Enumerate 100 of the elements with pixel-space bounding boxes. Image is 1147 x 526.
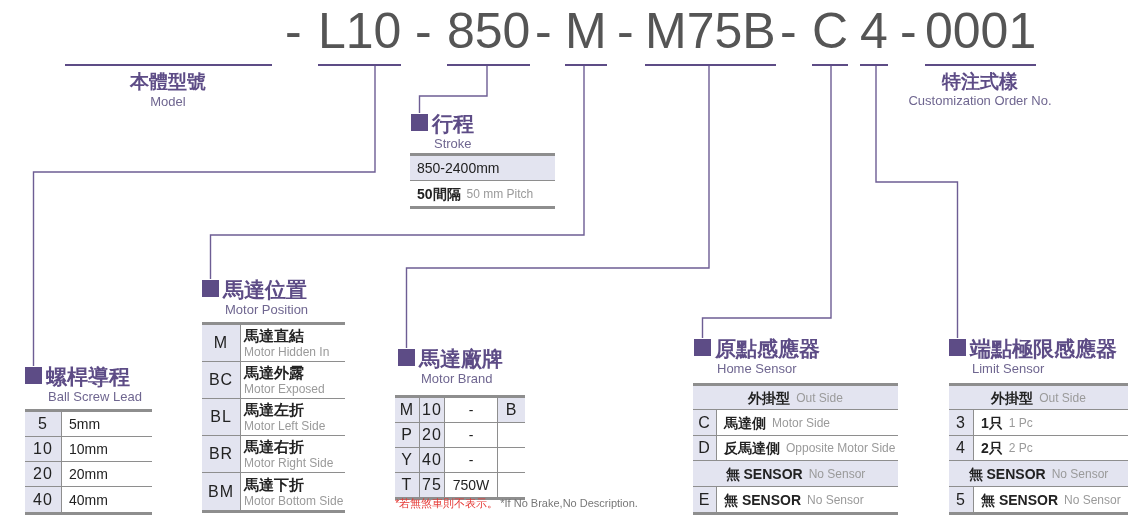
- option-name: 外掛型: [748, 389, 791, 406]
- option-value: -: [468, 427, 474, 443]
- section-title: 馬達廠牌: [419, 348, 503, 370]
- option-code: 4: [949, 436, 974, 461]
- option-translation: Motor Right Side: [244, 456, 334, 470]
- option-name: 無 SENSOR: [724, 491, 801, 508]
- option-code: 75: [420, 473, 445, 497]
- code-segment: 0001: [925, 6, 1037, 66]
- option-code: 10: [25, 437, 62, 462]
- option-value: 850-2400mm: [410, 156, 555, 181]
- option-name: 50間隔: [417, 185, 461, 202]
- option-translation: No Sensor: [808, 466, 866, 481]
- option-name: 馬達外露: [244, 364, 304, 382]
- option-value: 750W: [452, 477, 490, 493]
- separator-dash: -: [780, 6, 797, 56]
- separator-dash: -: [617, 6, 634, 56]
- option-value: -: [468, 452, 474, 468]
- option-code: M: [202, 325, 241, 362]
- section-title: 端點極限感應器: [970, 338, 1117, 360]
- option-name: 馬達右折: [244, 438, 304, 456]
- separator-dash: -: [415, 6, 432, 56]
- option-translation: No Sensor: [807, 492, 864, 507]
- option-value: 10mm: [69, 441, 108, 457]
- option-translation: Motor Hidden In: [244, 345, 330, 359]
- option-name: 馬達側: [724, 414, 766, 431]
- field-title: 本體型號: [130, 71, 206, 92]
- option-name: 無 SENSOR: [725, 465, 803, 482]
- separator-dash: -: [285, 6, 302, 56]
- section-title: 馬達位置: [223, 279, 307, 301]
- option-code: BC: [202, 362, 241, 399]
- option-translation: 50 mm Pitch: [466, 186, 534, 201]
- leader-line: [32, 65, 376, 367]
- section-subtitle: Ball Screw Lead: [48, 390, 142, 404]
- option-code: D: [693, 436, 717, 461]
- section-subtitle: Motor Position: [225, 303, 309, 317]
- field-subtitle: Customization Order No.: [908, 94, 1052, 108]
- option-code: 40: [420, 448, 445, 473]
- option-code: 20: [25, 462, 62, 487]
- code-segment: 4: [860, 6, 888, 66]
- option-name: 無 SENSOR: [981, 491, 1058, 508]
- option-translation: No Sensor: [1051, 466, 1109, 481]
- option-name: 無 SENSOR: [968, 465, 1046, 482]
- option-code: E: [693, 487, 717, 512]
- option-name: 外掛型: [991, 389, 1034, 406]
- option-code: 5: [949, 487, 974, 512]
- option-code: BL: [202, 399, 241, 436]
- section-subtitle: Home Sensor: [717, 362, 797, 376]
- option-code: 3: [949, 410, 974, 436]
- option-code: M: [395, 398, 420, 423]
- option-translation: Motor Left Side: [244, 419, 326, 433]
- option-name: 馬達下折: [244, 475, 304, 494]
- option-code: BR: [202, 436, 241, 473]
- option-translation: Motor Exposed: [244, 382, 325, 396]
- option-code: BM: [202, 473, 241, 510]
- field-subtitle: Model: [150, 95, 186, 109]
- option-value: 40mm: [69, 491, 108, 508]
- option-name: 馬達左折: [244, 401, 304, 419]
- option-code: 10: [420, 398, 445, 423]
- option-name: 2只: [981, 440, 1003, 456]
- separator-dash: -: [535, 6, 552, 56]
- leader-line: [209, 65, 585, 280]
- option-translation: Out Side: [796, 390, 843, 405]
- option-translation: 1 Pc: [1008, 415, 1033, 430]
- code-segment: M75B: [645, 6, 776, 66]
- code-segment: C: [812, 6, 849, 66]
- footnote-text: *若無煞車則不表示。: [395, 497, 499, 510]
- leader-line: [875, 65, 959, 339]
- option-translation: No Sensor: [1064, 492, 1121, 507]
- option-value: 5mm: [69, 416, 101, 432]
- option-translation: Opposite Motor Side: [786, 441, 896, 455]
- option-translation: Motor Bottom Side: [244, 493, 344, 508]
- code-segment: 850: [447, 6, 531, 66]
- option-code: 40: [25, 487, 62, 512]
- option-name: 馬達直結: [244, 327, 304, 345]
- code-segment: M: [565, 6, 607, 66]
- option-code: T: [395, 473, 420, 497]
- leader-line: [418, 65, 488, 114]
- section-title: 行程: [432, 113, 474, 135]
- section-subtitle: Stroke: [434, 137, 472, 151]
- option-code: B: [498, 398, 525, 423]
- option-translation: Motor Side: [772, 415, 831, 430]
- option-name: 1只: [981, 414, 1003, 431]
- leader-line: [701, 65, 832, 339]
- code-segment: L10: [318, 6, 402, 66]
- option-translation: Out Side: [1039, 390, 1086, 405]
- option-translation: 2 Pc: [1008, 441, 1033, 455]
- option-code: C: [693, 410, 717, 436]
- section-subtitle: Motor Brand: [421, 372, 493, 386]
- field-title: 特注式樣: [942, 71, 1018, 92]
- option-code: Y: [395, 448, 420, 473]
- option-code: P: [395, 423, 420, 448]
- leader-line: [405, 65, 710, 349]
- section-title: 螺桿導程: [46, 366, 130, 388]
- option-value: -: [468, 402, 474, 418]
- footnote-text: *If No Brake,No Description.: [500, 497, 638, 510]
- option-code: 20: [420, 423, 445, 448]
- section-title: 原點感應器: [715, 338, 820, 360]
- separator-dash: -: [900, 6, 917, 56]
- option-code: 5: [25, 412, 62, 437]
- section-subtitle: Limit Sensor: [972, 362, 1045, 376]
